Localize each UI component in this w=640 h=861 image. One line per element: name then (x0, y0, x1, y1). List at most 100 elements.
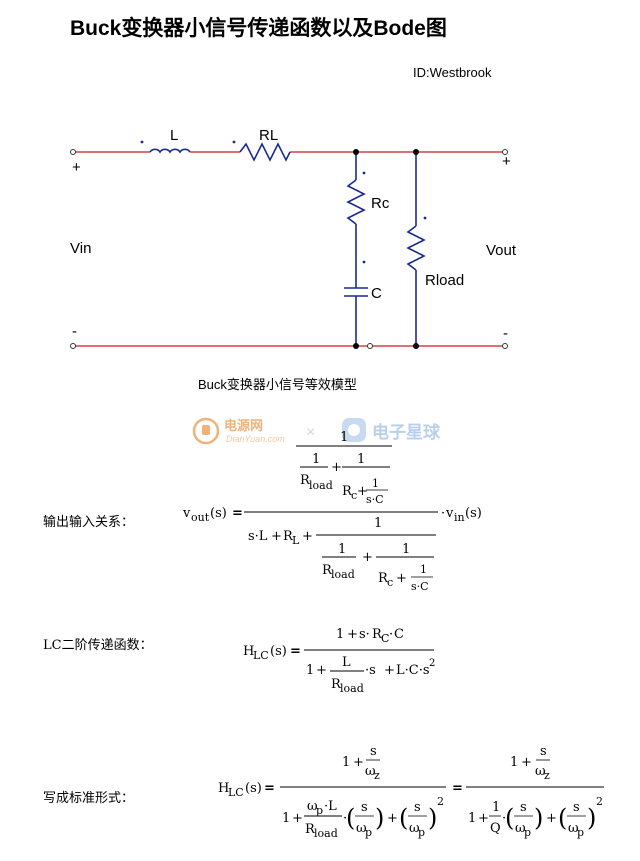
watermark-separator: × (306, 424, 315, 441)
svg-text:L: L (342, 655, 351, 670)
svg-text:c: c (351, 489, 357, 502)
svg-text:p: p (524, 826, 531, 839)
svg-text:1: 1 (420, 563, 427, 576)
svg-text:load: load (309, 479, 333, 492)
svg-text:ω: ω (515, 821, 526, 836)
svg-text:): ) (428, 804, 437, 832)
io-relation-label: 输出输入关系： (43, 515, 135, 530)
svg-text:·: · (343, 811, 347, 826)
svg-text:R: R (283, 529, 294, 544)
svg-text:p: p (365, 826, 372, 839)
svg-text:R: R (305, 822, 316, 837)
svg-text:=: = (452, 781, 463, 796)
svg-text:s: s (540, 744, 547, 759)
dianyuan-logo-icon (192, 417, 220, 445)
svg-text:+: + (384, 663, 395, 678)
author-id: ID:Westbrook (413, 65, 492, 80)
svg-text:1: 1 (374, 516, 382, 531)
svg-text:2: 2 (437, 795, 444, 808)
svg-text:1: 1 (468, 811, 476, 826)
svg-text:(: ( (558, 804, 567, 832)
svg-text:+: + (316, 663, 327, 678)
svg-text:1: 1 (306, 663, 314, 678)
svg-text:1: 1 (340, 430, 348, 445)
inductor-label: L (170, 127, 178, 144)
svg-text:s·C: s·C (366, 493, 384, 506)
svg-text:L·C·s: L·C·s (396, 663, 430, 678)
svg-text:ω: ω (365, 764, 376, 779)
svg-text:LC: LC (253, 649, 269, 662)
equation-lc-transfer: H LC (s) = 1 + s· R C · C 1 + L R load ·… (243, 627, 435, 695)
svg-text:+: + (357, 484, 368, 499)
plus-in-label: + (72, 159, 81, 176)
svg-text:s: s (414, 800, 421, 815)
svg-text:z: z (374, 769, 380, 782)
svg-text:=: = (232, 506, 243, 521)
plus-out-label: + (502, 153, 511, 170)
svg-text:p: p (418, 826, 425, 839)
svg-text:v: v (445, 506, 454, 521)
svg-text:+: + (331, 460, 342, 475)
svg-text:ω: ω (568, 821, 579, 836)
svg-text:1: 1 (342, 755, 350, 770)
svg-text:·L: ·L (324, 799, 337, 814)
svg-text:(: ( (399, 804, 408, 832)
svg-text:R: R (300, 473, 311, 488)
watermark: 电源网 DianYuan.com × 电子星球 (192, 417, 441, 445)
svg-text:1: 1 (510, 755, 518, 770)
svg-text:(s): (s) (245, 781, 262, 796)
svg-text:p: p (577, 826, 584, 839)
svg-text:LC: LC (228, 786, 244, 799)
schematic-wires (73, 151, 505, 347)
svg-text:·s: ·s (365, 663, 376, 678)
watermark-brand1-sub: DianYuan.com (226, 434, 285, 444)
svg-text:s: s (520, 800, 527, 815)
standard-form-label: 写成标准形式： (43, 791, 135, 806)
watermark-brand1: 电源网 (224, 418, 263, 433)
resistor-rl-label: RL (259, 127, 278, 144)
svg-text:c: c (387, 576, 393, 589)
svg-text:+: + (396, 571, 407, 586)
svg-text:+: + (387, 811, 398, 826)
svg-text:): ) (375, 804, 384, 832)
svg-text:in: in (454, 511, 465, 524)
svg-text:+: + (347, 627, 358, 642)
svg-text:=: = (290, 644, 301, 659)
svg-text:+: + (546, 811, 557, 826)
schematic-components (149, 142, 426, 346)
equation-standard-form: H LC (s) = 1 + s ω z 1 + ω p ·L R load ·… (218, 744, 604, 840)
svg-text:): ) (587, 804, 596, 832)
page-title: Buck变换器小信号传递函数以及Bode图 (70, 17, 447, 40)
svg-text:(s): (s) (465, 506, 482, 521)
minus-out-label: - (503, 325, 508, 342)
svg-text:s: s (361, 800, 368, 815)
svg-text:+: + (478, 811, 489, 826)
svg-text:R: R (372, 627, 383, 642)
svg-text:·: · (441, 506, 445, 521)
svg-text:R: R (331, 677, 342, 692)
minus-in-label: - (72, 323, 77, 340)
svg-text:·: · (502, 811, 506, 826)
svg-text:ω: ω (307, 799, 318, 814)
svg-text:=: = (264, 781, 275, 796)
svg-text:H: H (218, 781, 229, 796)
svg-text:1: 1 (357, 452, 365, 467)
svg-text:(s): (s) (210, 506, 227, 521)
svg-text:·: · (389, 627, 393, 642)
svg-text:+: + (292, 811, 303, 826)
svg-text:+: + (302, 529, 313, 544)
svg-text:s·: s· (359, 627, 370, 642)
svg-text:1: 1 (338, 542, 346, 557)
vin-label: Vin (70, 240, 91, 257)
resistor-rload-label: Rload (425, 272, 464, 289)
svg-text:+: + (521, 755, 532, 770)
svg-text:s: s (370, 744, 377, 759)
svg-text:+: + (362, 550, 373, 565)
vout-label: Vout (486, 242, 517, 259)
svg-text:out: out (191, 511, 210, 524)
svg-text:C: C (394, 627, 404, 642)
svg-text:(: ( (346, 804, 355, 832)
svg-text:L: L (292, 534, 300, 547)
circuit-schematic: L RL Rc C Rload Vin Vout + - + - (70, 127, 517, 349)
svg-text:): ) (534, 804, 543, 832)
